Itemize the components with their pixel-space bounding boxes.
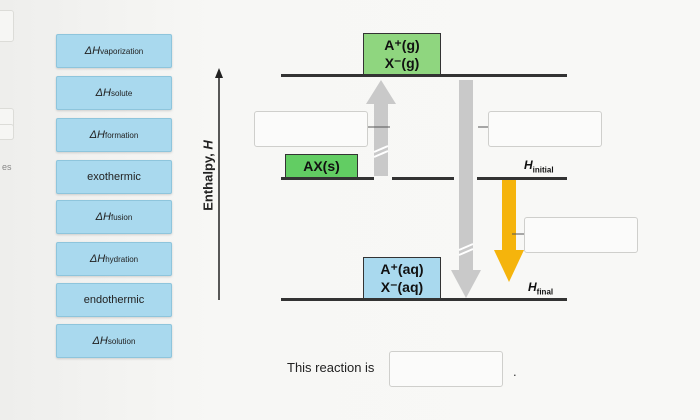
orange-down-arrow-shaft [502, 180, 516, 250]
aqueous-ions-line1: A⁺(aq) [380, 261, 424, 277]
drop-target-reaction-type[interactable] [389, 351, 503, 387]
enthalpy-axis-arrowhead [215, 68, 223, 78]
aqueous-ions-line2: X⁻(aq) [380, 279, 424, 295]
gray-up-arrow-shaft [374, 102, 388, 176]
reaction-sentence: This reaction is [287, 360, 375, 375]
aqueous-ions-box: A⁺(aq) X⁻(aq) [363, 257, 441, 299]
enthalpy-axis-label: Enthalpy, H [201, 136, 216, 216]
enthalpy-axis-text: Enthalpy, [200, 149, 216, 211]
gas-ions-line2: X⁻(g) [384, 55, 420, 71]
tile-label-prefix: ΔH [92, 335, 108, 347]
gray-up-arrow-break [373, 145, 389, 153]
tile-endothermic[interactable]: endothermic [56, 283, 172, 317]
drop-target-lattice[interactable] [254, 111, 368, 147]
tile-label-sub: fusion [110, 212, 133, 222]
gray-down-arrow-head [451, 270, 481, 298]
edge-label: es [2, 162, 12, 172]
level-solid-right [392, 177, 454, 180]
h-initial-sub: initial [532, 165, 554, 175]
tile-label-sub: solute [110, 88, 133, 98]
tile-label-prefix: ΔH [84, 45, 101, 57]
h-initial-symbol: H [524, 158, 533, 172]
gray-down-arrow-break-2 [458, 248, 474, 256]
edge-box-small[interactable] [0, 124, 14, 140]
h-initial-label: Hinitial [524, 158, 554, 174]
tile-label-prefix: ΔH [89, 129, 105, 141]
enthalpy-axis-symbol: H [200, 140, 216, 150]
solid-ax-label: AX(s) [303, 158, 340, 174]
level-aqueous-ions [281, 298, 567, 301]
h-final-sub: final [536, 287, 554, 297]
edge-box-top[interactable] [0, 10, 14, 42]
level-initial [477, 177, 567, 180]
tile-label-prefix: ΔH [89, 253, 106, 265]
tile-label-sub: hydration [105, 254, 139, 264]
gray-up-arrow-break-2 [373, 150, 389, 158]
gas-ions-line1: A⁺(g) [384, 37, 420, 53]
drop-target-hydration[interactable] [488, 111, 602, 147]
tile-exothermic[interactable]: exothermic [56, 160, 172, 194]
gray-down-arrow-shaft [459, 80, 473, 270]
gray-up-arrow-head [366, 80, 396, 104]
orange-down-arrow-head [494, 250, 524, 282]
tile-label-prefix: ΔH [95, 87, 111, 99]
tile-label: exothermic [87, 171, 141, 183]
level-solid-left [281, 177, 374, 180]
tile-label-prefix: ΔH [95, 211, 111, 223]
gray-down-arrow-break [458, 243, 474, 251]
tile-label-sub: solution [107, 336, 136, 346]
solid-ax-box: AX(s) [285, 154, 358, 178]
level-gas-ions [281, 74, 567, 77]
tile-label-sub: vaporization [100, 46, 144, 56]
tile-label-sub: formation [104, 130, 139, 140]
sentence-period: . [513, 364, 517, 379]
tile-label: endothermic [83, 294, 145, 306]
drop-target-solution[interactable] [524, 217, 638, 253]
gas-ions-box: A⁺(g) X⁻(g) [363, 33, 441, 75]
h-final-label: Hfinal [528, 280, 553, 296]
h-final-symbol: H [528, 280, 537, 294]
